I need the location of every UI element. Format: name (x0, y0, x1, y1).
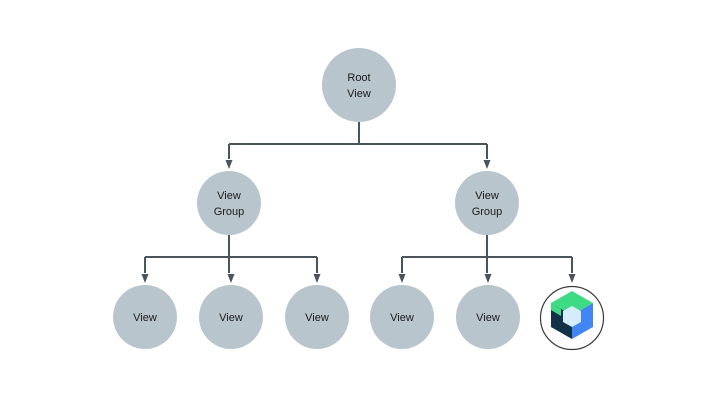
view-5-circle (456, 285, 520, 349)
arrow-head-to-view-group-left (225, 160, 233, 169)
view-1-circle (113, 285, 177, 349)
edge-group-right (398, 235, 576, 283)
node-view-group-right[interactable]: View Group (455, 171, 519, 235)
node-view-1[interactable]: View (113, 285, 177, 349)
arrow-head-to-view-1 (141, 274, 149, 283)
arrow-head-to-view-2 (227, 274, 235, 283)
edge-group-left (141, 235, 321, 283)
node-root-view[interactable]: Root View (322, 48, 396, 122)
jetpack-compose-logo (551, 291, 593, 339)
view-group-left-circle (197, 171, 261, 235)
view-group-right-circle (455, 171, 519, 235)
arrow-head-to-view-4 (398, 274, 406, 283)
node-view-4[interactable]: View (370, 285, 434, 349)
view-4-circle (370, 285, 434, 349)
arrow-head-to-compose-node (568, 274, 576, 283)
compose-logo-top-face (551, 291, 593, 315)
node-view-3[interactable]: View (285, 285, 349, 349)
arrow-head-to-view-5 (484, 274, 492, 283)
edge-root-to-groups (228, 122, 488, 159)
edge-group-root (225, 122, 491, 169)
arrow-head-to-view-3 (313, 274, 321, 283)
node-view-2[interactable]: View (199, 285, 263, 349)
view-3-circle (285, 285, 349, 349)
compose-logo-top-left-fold (551, 303, 561, 316)
edge-left-group-to-views (144, 235, 318, 273)
node-compose-logo[interactable] (539, 285, 605, 351)
root-view-circle (322, 48, 396, 122)
edge-right-group-to-views (401, 235, 573, 273)
arrow-head-to-view-group-right (483, 160, 491, 169)
view-2-circle (199, 285, 263, 349)
node-view-group-left[interactable]: View Group (197, 171, 261, 235)
compose-logo-center-hexagon (563, 306, 581, 327)
node-view-5[interactable]: View (456, 285, 520, 349)
